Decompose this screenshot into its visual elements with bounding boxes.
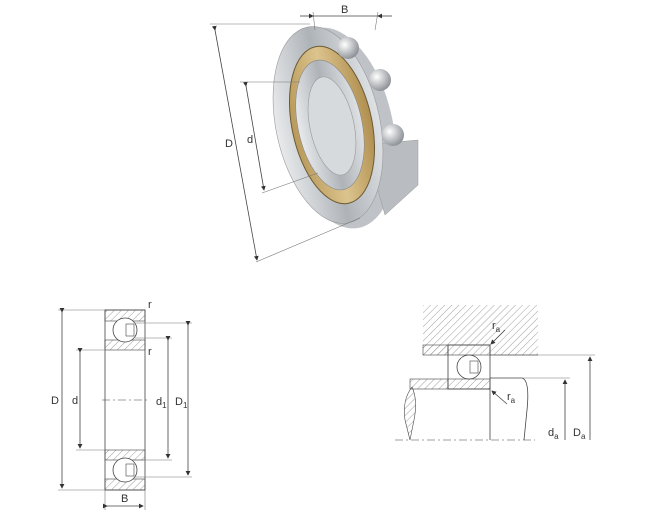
label-D: D bbox=[51, 395, 59, 407]
bore bbox=[307, 76, 357, 176]
bearing-3d-image bbox=[272, 26, 419, 229]
dimension-lines-3d bbox=[210, 11, 392, 263]
label-d: d bbox=[72, 395, 78, 407]
ball bbox=[369, 69, 391, 91]
ball bbox=[382, 124, 404, 146]
ball bbox=[112, 457, 138, 483]
ball bbox=[337, 37, 359, 59]
label-ra-shaft: ra bbox=[507, 391, 516, 405]
label-B: B bbox=[341, 4, 348, 16]
isometric-bearing-view: B D d bbox=[210, 4, 419, 263]
label-Da: Da bbox=[573, 427, 586, 441]
ball bbox=[456, 354, 482, 380]
label-r-outer: r bbox=[148, 299, 152, 311]
label-da: da bbox=[548, 427, 559, 441]
label-B: B bbox=[121, 493, 128, 505]
cross-section-view: D d d1 D1 B r r bbox=[51, 299, 192, 510]
label-d: d bbox=[247, 134, 253, 146]
label-D1: D1 bbox=[175, 396, 188, 410]
mounting-dimensions-view: ra ra da Da bbox=[395, 305, 595, 441]
label-r-inner: r bbox=[148, 346, 152, 358]
label-d1: d1 bbox=[156, 396, 167, 410]
label-ra-housing: ra bbox=[492, 320, 501, 334]
label-D: D bbox=[225, 138, 233, 150]
ball bbox=[112, 317, 138, 343]
